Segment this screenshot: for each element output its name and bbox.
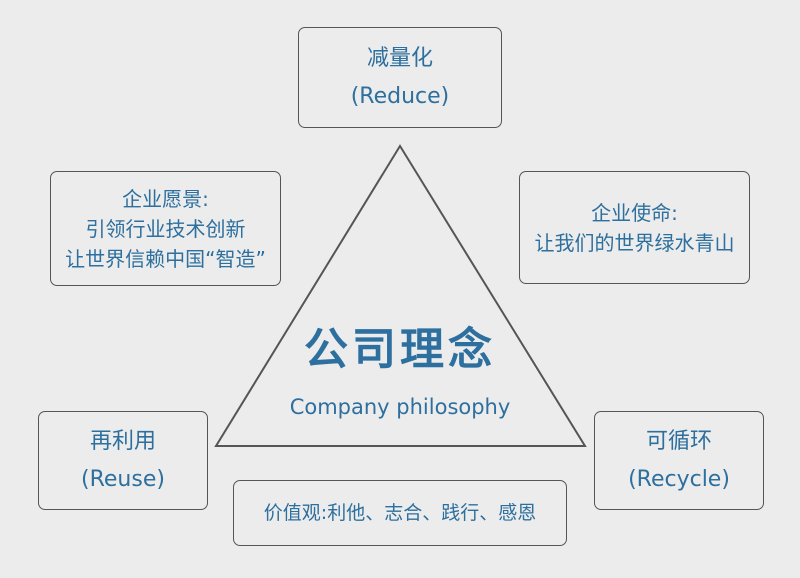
values-box: 价值观:利他、志合、践行、感恩 <box>233 480 567 546</box>
vision-heading: 企业愿景: <box>122 186 209 211</box>
reduce-title: 减量化 <box>366 45 433 71</box>
recycle-box: 可循环 (Recycle) <box>594 411 764 510</box>
reuse-subtitle: (Reuse) <box>81 466 165 492</box>
vision-line-2: 让世界信赖中国“智造” <box>65 246 266 271</box>
vision-line-1: 引领行业技术创新 <box>85 216 246 241</box>
mission-heading: 企业使命: <box>591 200 678 225</box>
reduce-box: 减量化 (Reduce) <box>298 27 502 128</box>
mission-text: 让我们的世界绿水青山 <box>534 230 735 255</box>
values-text: 价值观:利他、志合、践行、感恩 <box>263 502 537 524</box>
center-subtitle: Company philosophy <box>289 395 511 419</box>
vision-box: 企业愿景: 引领行业技术创新 让世界信赖中国“智造” <box>50 171 281 286</box>
center-title: 公司理念 <box>304 324 496 375</box>
mission-box: 企业使命: 让我们的世界绿水青山 <box>519 171 750 284</box>
reuse-title: 再利用 <box>89 428 156 454</box>
recycle-title: 可循环 <box>645 428 712 454</box>
reuse-box: 再利用 (Reuse) <box>38 411 208 510</box>
recycle-subtitle: (Recycle) <box>628 466 730 492</box>
reduce-subtitle: (Reduce) <box>350 83 450 109</box>
